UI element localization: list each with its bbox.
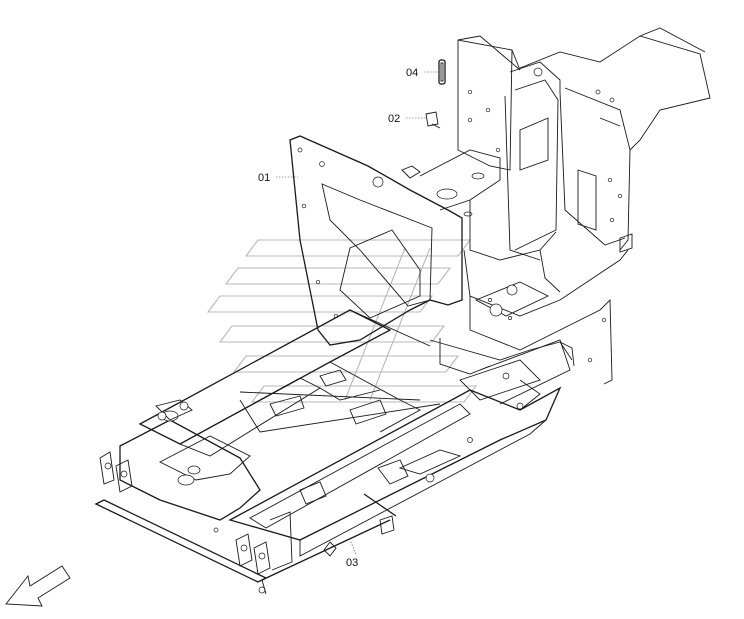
left-side-panel [289, 135, 463, 346]
rod-assembly [94, 493, 397, 595]
part-04-plate-icon [438, 59, 446, 85]
main-frame-rails [138, 309, 571, 557]
callout-03: 03 [346, 539, 358, 569]
part-02-bolt-icon [425, 111, 441, 129]
callout-label-03: 03 [346, 557, 358, 569]
callout-label-04: 04 [406, 67, 418, 79]
callout-label-01: 01 [258, 172, 270, 184]
brand-watermark-logo [206, 239, 478, 403]
front-plate-assembly [99, 399, 293, 575]
callout-01: 01 [258, 172, 298, 184]
callout-label-02: 02 [388, 113, 400, 125]
callout-02: 02 [388, 113, 426, 125]
rear-upper-frame [457, 27, 711, 261]
central-mount-area [401, 149, 629, 385]
front-direction-arrow-icon [5, 565, 71, 607]
callout-04: 04 [406, 67, 438, 79]
